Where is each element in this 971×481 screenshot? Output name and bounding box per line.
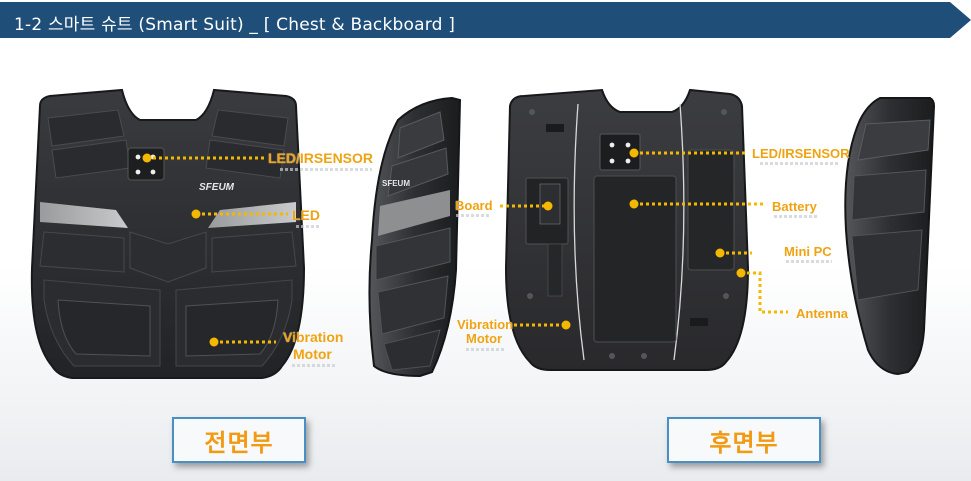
header-banner: 1-2 스마트 슈트 (Smart Suit) _ [ Chest & Back… — [0, 2, 971, 38]
back-board-side — [844, 97, 936, 376]
label-reflection — [786, 260, 832, 263]
label-reflection — [280, 168, 372, 171]
svg-text:SFEUM: SFEUM — [382, 179, 410, 188]
back-label-motor: Motor — [466, 331, 503, 346]
label-reflection — [760, 162, 840, 165]
label-reflection — [774, 215, 818, 218]
back-label-mini-pc: Mini PC — [784, 244, 832, 259]
label-reflection — [456, 214, 490, 217]
callout-dots — [142, 148, 746, 347]
front-label-led: LED — [292, 207, 320, 223]
back-board-inside — [504, 88, 750, 371]
front-label-vibration: Vibration — [283, 329, 344, 345]
callout-lines — [147, 151, 788, 344]
label-reflection — [466, 348, 506, 351]
back-label-antenna: Antenna — [796, 306, 848, 321]
back-section-box: 후면부 — [667, 417, 821, 463]
header-banner-shape — [0, 2, 971, 38]
front-section-box: 전면부 — [172, 417, 306, 463]
label-reflection — [292, 364, 336, 367]
front-label-led-irsensor: LED/IRSENSOR — [268, 150, 374, 166]
sfeum-logo: SFEUM — [199, 182, 235, 193]
page-title: 1-2 스마트 슈트 (Smart Suit) _ [ Chest & Back… — [14, 15, 456, 35]
back-label-vibration: Vibration — [457, 317, 514, 332]
front-label-motor: Motor — [293, 346, 332, 362]
back-label-battery: Battery — [772, 199, 817, 214]
label-reflection — [296, 225, 320, 228]
back-section-label: 후면부 — [709, 428, 779, 457]
front-section-label: 전면부 — [204, 428, 274, 457]
chest-board-side: SFEUM — [368, 96, 462, 378]
back-label-board: Board — [455, 198, 493, 213]
chest-board-front: SFEUM — [30, 88, 306, 379]
back-label-led-irsensor: LED/IRSENSOR — [752, 146, 850, 161]
